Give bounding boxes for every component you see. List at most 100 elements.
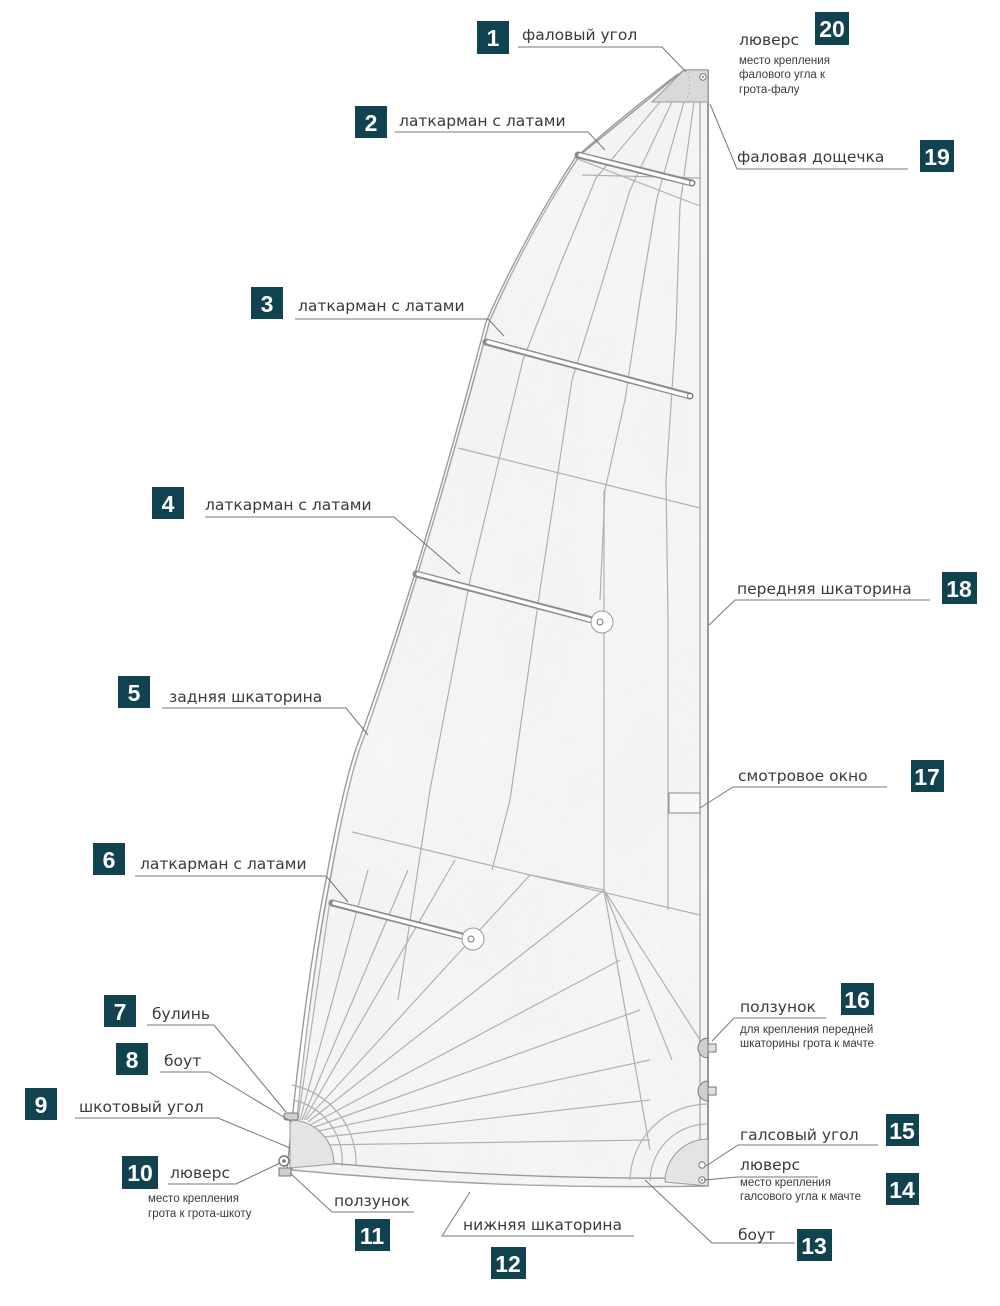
callout-1: 1 фаловый угол xyxy=(477,21,637,54)
callout-badge xyxy=(886,1173,919,1205)
sail-body xyxy=(278,69,717,1188)
callout-description: галсового угла к мачте xyxy=(740,1191,861,1203)
callout-13: 13 боут xyxy=(738,1226,832,1261)
callout-label: латкарман с латами xyxy=(140,855,307,873)
callout-number: 4 xyxy=(162,491,175,517)
head-seams xyxy=(559,101,701,331)
callout-2: 2 латкарман с латами xyxy=(355,106,566,138)
callout-17: 17 смотровое окно xyxy=(738,760,944,792)
tack-patch xyxy=(629,1103,709,1187)
callout-badge xyxy=(251,287,283,319)
callout-number: 18 xyxy=(946,576,972,602)
callout-number: 8 xyxy=(126,1047,139,1073)
callout-number: 17 xyxy=(914,764,940,790)
callout-number: 3 xyxy=(261,291,274,317)
callout-18: 18 передняя шкаторина xyxy=(737,572,977,604)
callout-badge xyxy=(116,1043,148,1075)
callout-9: 9 шкотовый угол xyxy=(25,1088,204,1120)
callout-number: 20 xyxy=(819,16,845,42)
callout-label: задняя шкаторина xyxy=(169,688,322,706)
callout-number: 5 xyxy=(128,680,141,706)
callout-label: передняя шкаторина xyxy=(737,580,912,598)
callout-number: 6 xyxy=(103,847,116,873)
callout-badge xyxy=(104,995,136,1027)
callout-number: 12 xyxy=(495,1251,521,1277)
callout-badge xyxy=(797,1229,832,1261)
callout-number: 9 xyxy=(35,1092,48,1118)
leader-lines xyxy=(75,46,930,1244)
callout-number: 14 xyxy=(889,1177,915,1203)
callout-description: грота-фалу xyxy=(739,84,800,96)
callout-number: 10 xyxy=(127,1160,153,1186)
callout-14: 14 люверс место крепления галсового угла… xyxy=(740,1156,919,1205)
callout-19: 19 фаловая дощечка xyxy=(737,140,954,172)
callout-badge xyxy=(491,1247,526,1279)
leech-tape xyxy=(286,73,679,1171)
callout-11: 11 ползунок xyxy=(334,1192,410,1251)
callout-label: люверс xyxy=(170,1164,230,1182)
callout-15: 15 галсовый угол xyxy=(740,1114,919,1146)
callout-16: 16 ползунок для крепления передней шкато… xyxy=(740,983,874,1050)
callout-description: для крепления передней xyxy=(740,1024,873,1036)
callout-badge xyxy=(886,1114,919,1146)
callout-badge xyxy=(93,843,125,875)
battens xyxy=(328,151,696,951)
clew-slider xyxy=(278,1167,292,1177)
callout-label: шкотовый угол xyxy=(79,1098,204,1116)
callout-label: фаловый угол xyxy=(522,26,637,44)
callout-label: боут xyxy=(164,1052,201,1070)
callout-badge xyxy=(355,1219,390,1251)
callout-number: 7 xyxy=(114,999,127,1025)
callout-description: место крепления xyxy=(148,1193,239,1205)
callout-description: место крепления xyxy=(740,1177,831,1189)
callout-4: 4 латкарман с латами xyxy=(152,487,372,519)
callout-7: 7 булинь xyxy=(104,995,210,1027)
callout-label: фаловая дощечка xyxy=(737,148,884,166)
callout-badge xyxy=(355,106,387,138)
callout-number: 1 xyxy=(487,25,500,51)
callout-badge xyxy=(118,676,150,708)
callout-badge xyxy=(152,487,184,519)
callout-10: 10 люверс место крепления грота к грота-… xyxy=(122,1156,252,1220)
callout-number: 19 xyxy=(924,144,950,170)
callout-badge xyxy=(477,21,509,54)
callout-badge xyxy=(25,1088,57,1120)
callout-number: 2 xyxy=(365,110,378,136)
callout-8: 8 боут xyxy=(116,1043,201,1075)
callout-3: 3 латкарман с латами xyxy=(251,287,465,319)
foot-tape xyxy=(295,1159,701,1179)
luff-sliders xyxy=(697,1037,717,1102)
callout-description: шкаторины грота к мачте xyxy=(740,1038,874,1050)
callout-label: булинь xyxy=(152,1005,210,1023)
callout-badge xyxy=(122,1156,158,1189)
callout-20: 20 люверс место крепления фалового угла … xyxy=(739,12,849,96)
callout-12: 12 нижняя шкаторина xyxy=(463,1216,622,1279)
clew-patch xyxy=(278,1084,357,1177)
callout-number: 11 xyxy=(360,1223,385,1249)
callout-5: 5 задняя шкаторина xyxy=(118,676,322,708)
callout-label: ползунок xyxy=(740,998,816,1016)
callout-badge xyxy=(841,983,874,1015)
callout-label: смотровое окно xyxy=(738,767,868,785)
callout-label: люверс xyxy=(740,1156,800,1174)
callout-badge xyxy=(942,572,977,604)
callout-badge xyxy=(911,760,944,792)
callout-description: место крепления xyxy=(739,55,830,67)
callout-label: галсовый угол xyxy=(740,1126,859,1144)
callout-number: 16 xyxy=(844,987,870,1013)
callout-badge xyxy=(815,12,849,45)
callout-label: латкарман с латами xyxy=(399,112,566,130)
head-board xyxy=(650,69,709,103)
clew-radial-seams xyxy=(297,859,701,1151)
inspection-window xyxy=(668,792,701,814)
callout-description: фалового угла к xyxy=(739,69,826,81)
callout-label: нижняя шкаторина xyxy=(463,1216,622,1234)
callout-description: грота к грота-шкоту xyxy=(148,1208,252,1220)
callout-label: люверс xyxy=(739,31,799,49)
callout-label: латкарман с латами xyxy=(298,297,465,315)
callout-label: боут xyxy=(738,1226,775,1244)
callout-label: латкарман с латами xyxy=(205,496,372,514)
callout-number: 15 xyxy=(889,1118,915,1144)
callout-6: 6 латкарман с латами xyxy=(93,843,307,875)
